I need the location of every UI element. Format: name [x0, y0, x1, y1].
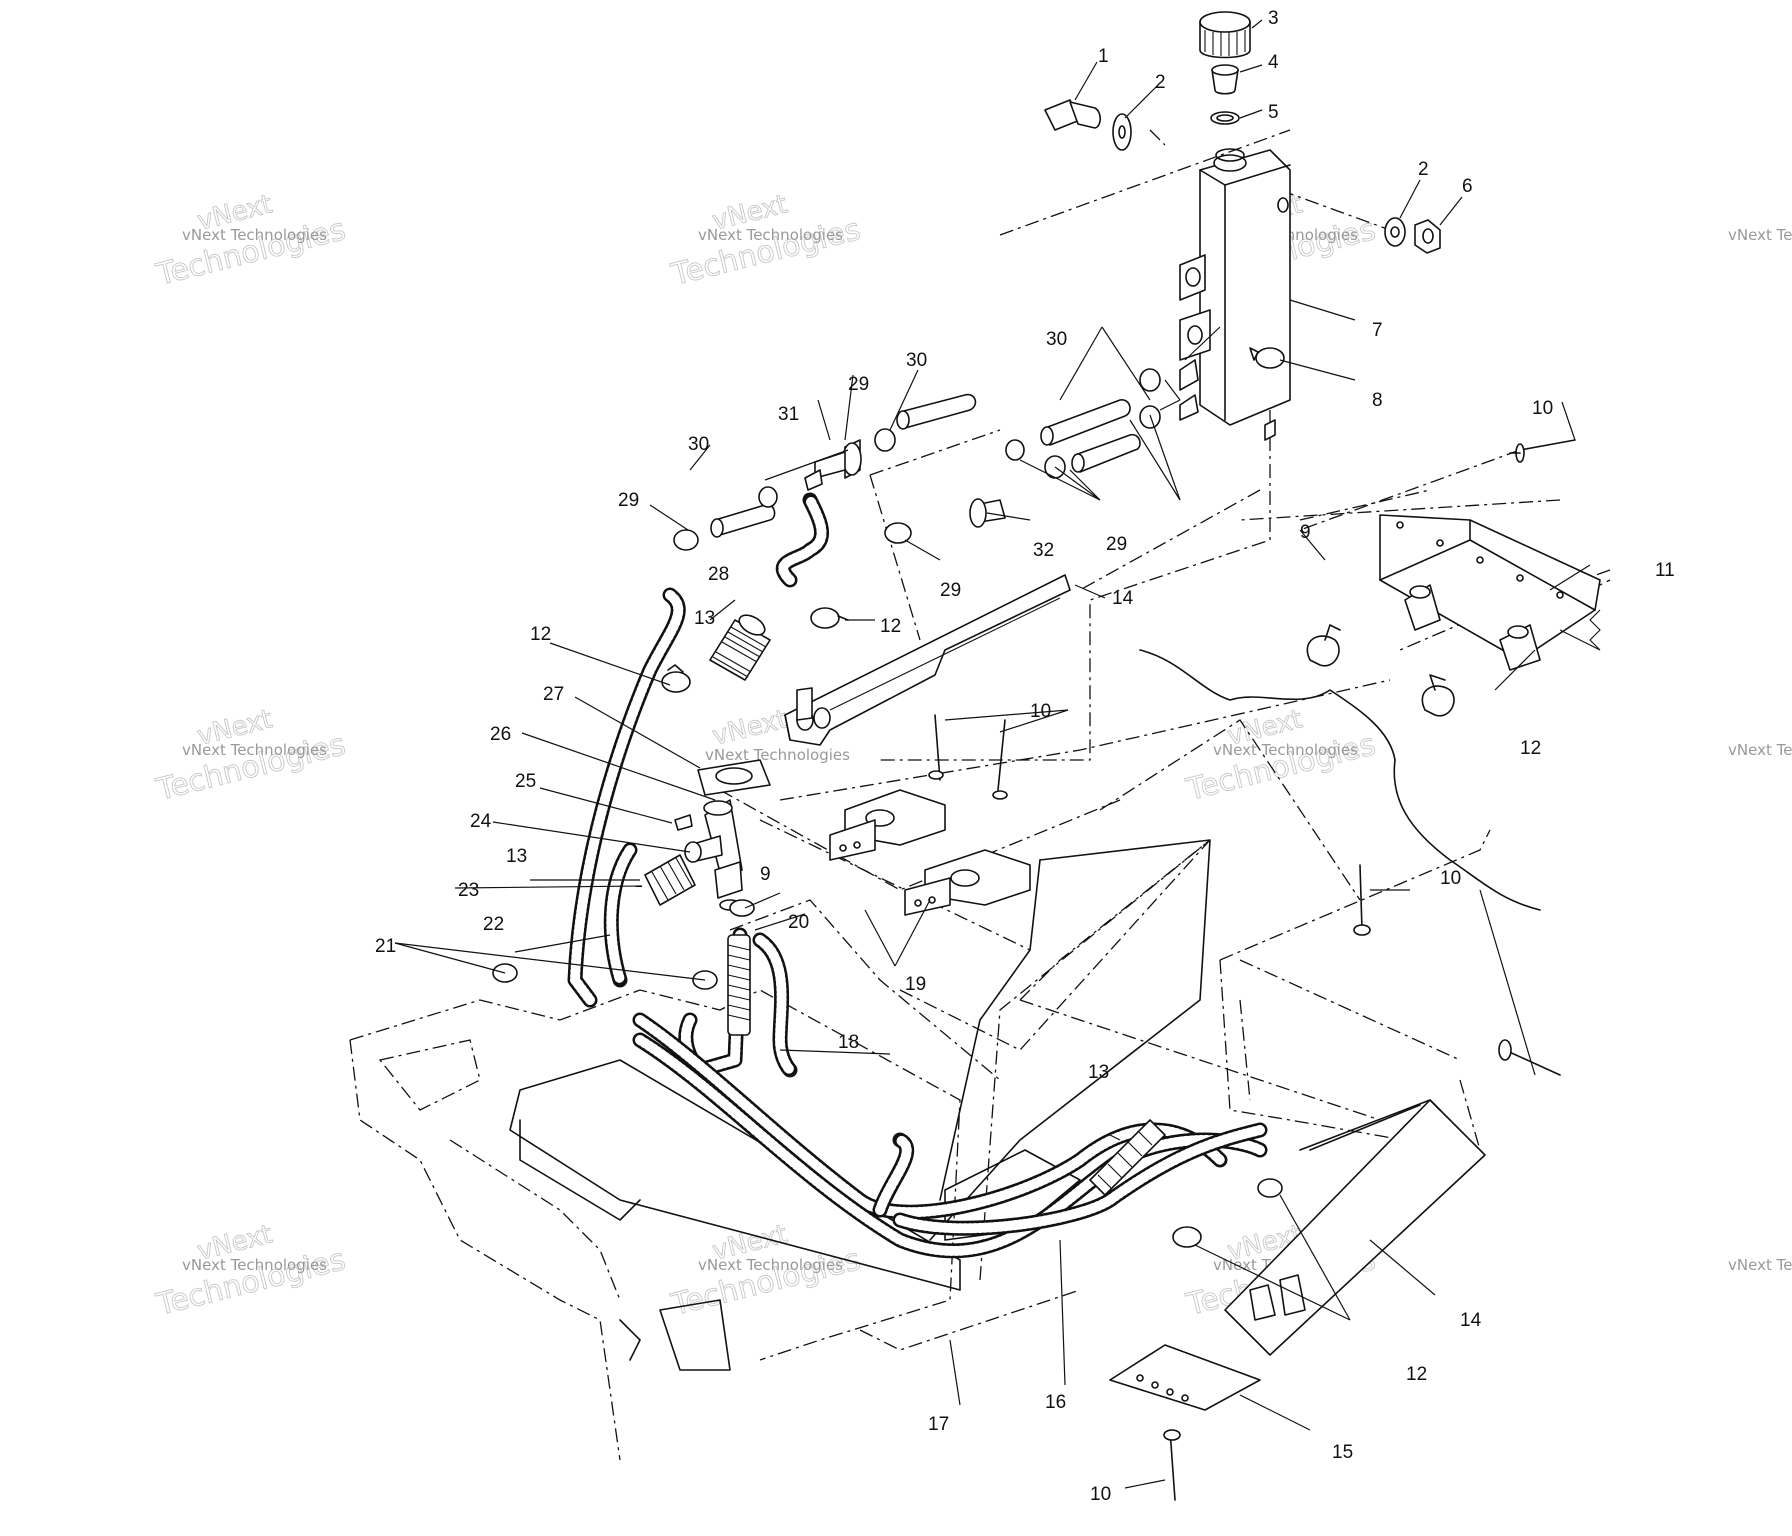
bolt	[1044, 99, 1102, 131]
watermark-text: vNext Technologies	[698, 226, 843, 244]
callout-29: 29	[618, 490, 639, 511]
hose-spring-13-top	[709, 614, 771, 681]
watermark-text: vNext	[709, 704, 790, 751]
callout-13: 13	[1088, 1062, 1109, 1083]
callout-6: 6	[1462, 176, 1473, 197]
callout-11: 11	[1655, 560, 1675, 581]
callout-7: 7	[1372, 320, 1383, 341]
callout-15: 15	[1332, 1442, 1353, 1463]
watermark-text: vNext Technologies	[705, 746, 850, 764]
callout-2: 2	[1155, 72, 1166, 93]
bracket-11	[1379, 514, 1601, 671]
callout-29: 29	[848, 374, 869, 395]
callout-22: 22	[483, 914, 504, 935]
clamp-24	[684, 841, 702, 863]
callout-10: 10	[1090, 1484, 1111, 1505]
rivets-10	[928, 439, 1576, 1501]
callout-10: 10	[1030, 701, 1051, 722]
clamp-8	[1249, 347, 1285, 369]
callout-12: 12	[1520, 738, 1541, 759]
callout-12: 12	[530, 624, 551, 645]
watermark-text: vNext Technologies	[182, 1256, 327, 1274]
watermark-top-left: vNext vNext Technologies Technologies	[152, 189, 349, 294]
callout-24: 24	[470, 811, 492, 832]
watermark-bottom-center: vNext vNext Technologies Technologies	[667, 1219, 864, 1324]
callout-leaders	[394, 19, 1591, 1489]
cap-27	[697, 759, 771, 796]
washer-left	[1112, 113, 1132, 151]
callout-13: 13	[694, 608, 715, 629]
hose-group-upper	[710, 393, 1141, 538]
callout-29: 29	[1106, 534, 1127, 555]
callout-3: 3	[1268, 8, 1279, 29]
plate-15	[1109, 1344, 1261, 1411]
watermark-text: vNext Technologies	[1728, 226, 1792, 244]
cap-gasket	[1211, 64, 1239, 95]
callout-10: 10	[1440, 868, 1461, 889]
hose-clamps-29	[673, 368, 1161, 551]
watermark-layer: vNext vNext Technologies Technologies vN…	[152, 189, 1792, 1324]
bracket-14-upper	[784, 574, 1071, 746]
callout-12: 12	[1406, 1364, 1427, 1385]
hose-spring-20	[727, 934, 751, 1036]
callout-25: 25	[515, 771, 536, 792]
watermark-text: vNext Technologies	[182, 226, 327, 244]
lock-nut	[1414, 219, 1441, 254]
screw-25	[674, 814, 693, 831]
callout-1: 1	[1098, 46, 1109, 67]
callout-16: 16	[1045, 1392, 1066, 1413]
callout-9: 9	[1300, 522, 1311, 543]
hose-spring-13-low	[1089, 1119, 1166, 1196]
callout-26: 26	[490, 724, 511, 745]
callout-8: 8	[1372, 390, 1383, 411]
watermark-bottom-left: vNext vNext Technologies Technologies	[152, 1219, 349, 1324]
callout-30: 30	[906, 350, 927, 371]
watermark-mid-left: vNext vNext Technologies Technologies	[152, 704, 349, 809]
filler-cap	[1199, 11, 1251, 59]
callout-30: 30	[688, 434, 709, 455]
watermark-top-center: vNext vNext Technologies Technologies	[667, 189, 864, 294]
callout-17: 17	[928, 1414, 949, 1435]
callout-23: 23	[458, 880, 479, 901]
callout-30: 30	[1046, 329, 1067, 350]
callout-27: 27	[543, 684, 564, 705]
watermark-text: vNext Technologies	[1728, 1256, 1792, 1274]
o-ring	[1210, 111, 1240, 125]
callout-20: 20	[788, 912, 809, 933]
coolant-reservoir	[1179, 148, 1291, 441]
callout-21: 21	[375, 936, 396, 957]
callout-18: 18	[838, 1032, 859, 1053]
callout-29: 29	[940, 580, 961, 601]
callout-10: 10	[1532, 398, 1553, 419]
callout-2: 2	[1418, 159, 1429, 180]
hose-spring-13-mid	[644, 854, 696, 906]
callout-31: 31	[778, 404, 799, 425]
mount-brackets-19	[829, 789, 1031, 916]
watermark-text: vNext Technologies	[1213, 741, 1358, 759]
washer-right	[1384, 217, 1406, 247]
watermark-text: vNext Technologies	[182, 741, 327, 759]
callout-5: 5	[1268, 102, 1279, 123]
callout-14: 14	[1460, 1310, 1482, 1331]
callout-labels: 1 2 2 3 4 5 6 7 8 9 9 10 10 10 10 11 12 …	[375, 8, 1675, 1505]
callout-13: 13	[506, 846, 527, 867]
callout-4: 4	[1268, 52, 1279, 73]
watermark-text: vNext Technologies	[698, 1256, 843, 1274]
callout-28: 28	[708, 564, 729, 585]
watermark-text: vNext Technologies	[1728, 741, 1792, 759]
watermark-right-edge: vNext Technologies vNext Technologies vN…	[1728, 226, 1792, 1274]
callout-12: 12	[880, 616, 901, 637]
callout-9: 9	[760, 864, 771, 885]
callout-32: 32	[1033, 540, 1054, 561]
callout-19: 19	[905, 974, 926, 995]
callout-14: 14	[1112, 588, 1134, 609]
